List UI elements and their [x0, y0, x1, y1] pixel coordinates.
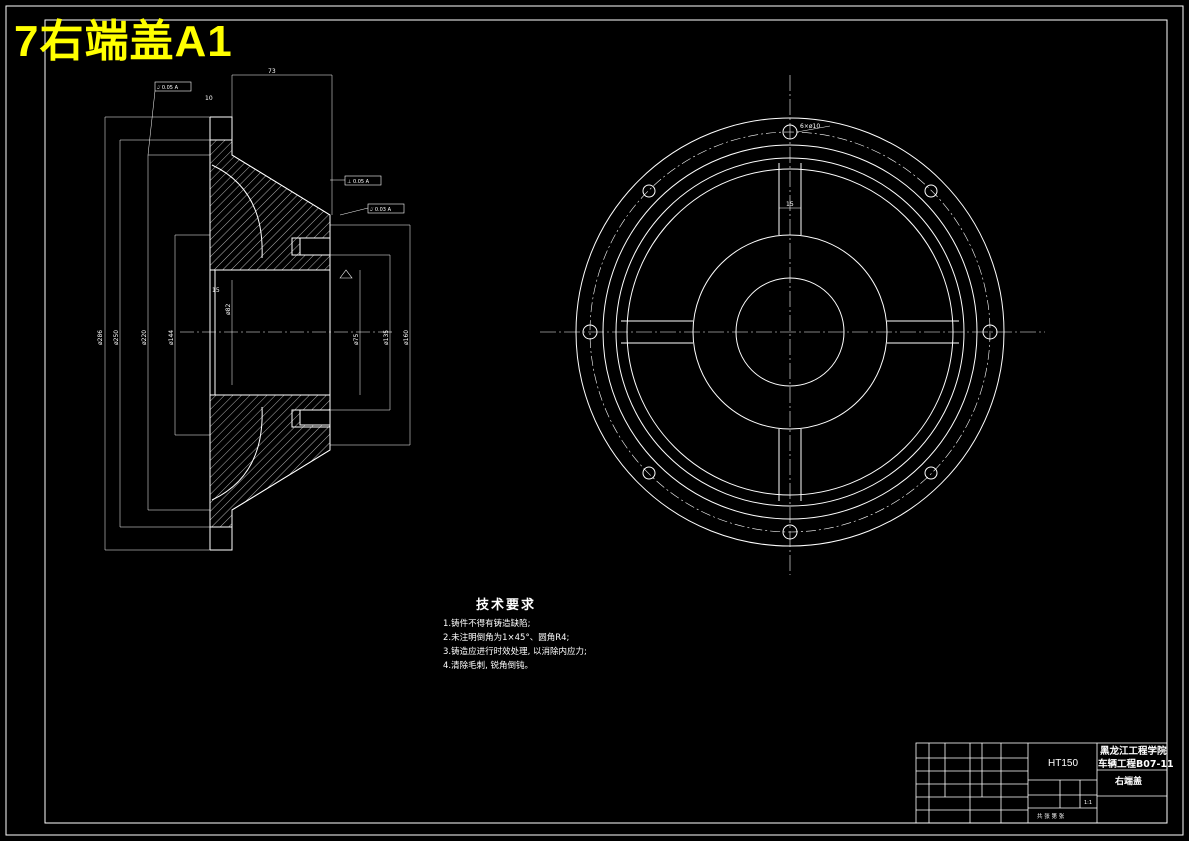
bolt-hole [782, 524, 798, 540]
material-label: HT150 [1048, 758, 1078, 769]
tech-requirement-item: 3.铸造应进行时效处理, 以消除内应力; [443, 647, 587, 657]
tol-frame-2: ⊥ 0.05 A [347, 179, 370, 185]
tech-requirement-item: 1.铸件不得有铸造缺陷; [443, 619, 531, 629]
rib-width-dim: 15 [786, 201, 794, 208]
sheet-count: 共 张 第 张 [1037, 812, 1065, 820]
dim-15: 15 [212, 287, 220, 294]
end-view-labels: 6×ø10 15 [786, 123, 820, 208]
bolt-hole [582, 324, 598, 340]
title-block [915, 742, 1168, 824]
scale-value: 1:1 [1084, 800, 1092, 806]
drawing-title-banner: 7右端盖A1 [14, 17, 233, 66]
school-name: 黑龙江工程学院 [1100, 745, 1167, 757]
dim-d82: ø82 [225, 304, 232, 315]
dim-d220: ø220 [141, 330, 148, 345]
dim-d250: ø250 [113, 330, 120, 345]
tol-frame-1: ⌰ 0.05 A [157, 85, 179, 91]
bolt-hole [982, 324, 998, 340]
dim-10: 10 [205, 95, 213, 102]
dim-d160: ø160 [403, 330, 410, 345]
part-name: 右端盖 [1114, 775, 1142, 787]
section-dimension-labels: ø286 ø250 ø220 ø144 ø160 ø135 ø75 ø82 73… [97, 68, 410, 345]
dim-73: 73 [268, 68, 276, 75]
section-hatch-top [209, 139, 331, 271]
center-bore-circle [735, 277, 845, 387]
bolt-hole [642, 466, 656, 480]
end-view [540, 75, 1045, 575]
dim-d75: ø75 [353, 334, 360, 345]
bolt-hole [642, 184, 656, 198]
dim-d144: ø144 [168, 330, 175, 345]
bolt-hole [924, 184, 938, 198]
tech-requirements-heading: 技术要求 [476, 598, 537, 613]
outer-flange-circle [575, 117, 1005, 547]
outer-border [5, 5, 1184, 836]
drawing-number: 车辆工程B07-11 [1098, 758, 1174, 770]
tol-frame-3: ⌰ 0.03 A [370, 207, 392, 213]
tech-requirement-item: 4.清除毛刺, 锐角倒钝。 [443, 661, 534, 671]
hole-callout: 6×ø10 [800, 123, 820, 130]
tech-requirement-item: 2.未注明倒角为1×45°、圆角R4; [443, 633, 570, 643]
dim-d135: ø135 [383, 330, 390, 345]
dim-d286: ø286 [97, 330, 104, 345]
bolt-hole [924, 466, 938, 480]
inner-border [44, 19, 1168, 824]
section-view [104, 74, 411, 551]
